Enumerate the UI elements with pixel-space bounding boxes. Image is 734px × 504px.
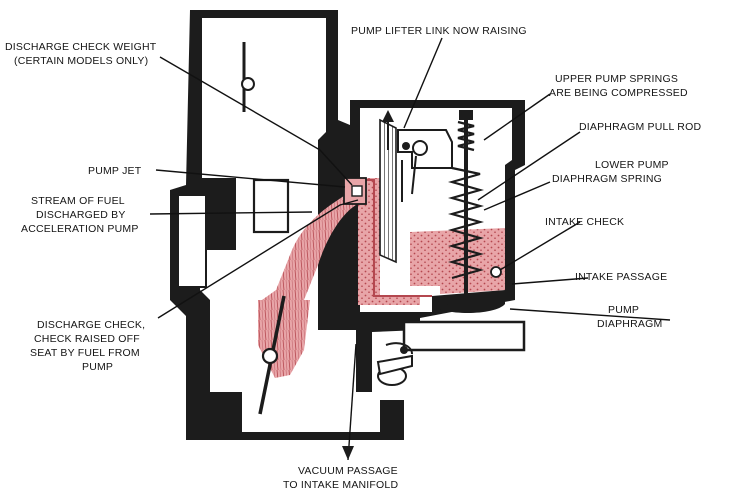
label-lower-pump-spring: LOWER PUMP DIAPHRAGM SPRING: [552, 159, 672, 185]
pump-diaphragm-disc: [432, 296, 505, 313]
label-pump-diaphragm: PUMP DIAPHRAGM: [597, 304, 662, 330]
pump-spring-assembly: [432, 110, 505, 313]
label-discharge-check-weight: DISCHARGE CHECK WEIGHT (CERTAIN MODELS O…: [5, 41, 159, 67]
lower-pump-spring: [447, 166, 485, 280]
pump-flange: [402, 320, 526, 352]
label-intake-passage: INTAKE PASSAGE: [575, 271, 667, 283]
label-pump-lifter-link: PUMP LIFTER LINK NOW RAISING: [351, 25, 527, 37]
label-intake-check: INTAKE CHECK: [545, 216, 624, 228]
choke-shaft-icon: [241, 77, 255, 91]
throttle-bore: [200, 18, 380, 432]
pump-lever-plate: [379, 118, 397, 264]
label-pump-jet: PUMP JET: [88, 165, 142, 177]
leader-lines: [149, 37, 671, 461]
booster-venturi: [252, 178, 290, 234]
fuel-stream: [258, 177, 367, 415]
discharge-check-ball: [351, 185, 363, 197]
label-discharge-check: DISCHARGE CHECK, CHECK RAISED OFF SEAT B…: [30, 319, 148, 373]
label-diaphragm-pull-rod: DIAPHRAGM PULL ROD: [579, 121, 701, 133]
throttle-linkage: [376, 342, 413, 386]
label-vacuum-passage: VACUUM PASSAGE TO INTAKE MANIFOLD: [283, 465, 401, 491]
label-upper-pump-springs: UPPER PUMP SPRINGS ARE BEING COMPRESSED: [549, 73, 688, 99]
throttle-shaft-icon: [261, 347, 279, 365]
pump-linkage: [379, 110, 453, 264]
lifter-pivot-icon: [412, 140, 428, 156]
intake-check-ball: [490, 266, 502, 278]
label-stream-of-fuel: STREAM OF FUEL DISCHARGED BY ACCELERATIO…: [21, 195, 139, 235]
upper-pump-spring: [457, 120, 475, 152]
